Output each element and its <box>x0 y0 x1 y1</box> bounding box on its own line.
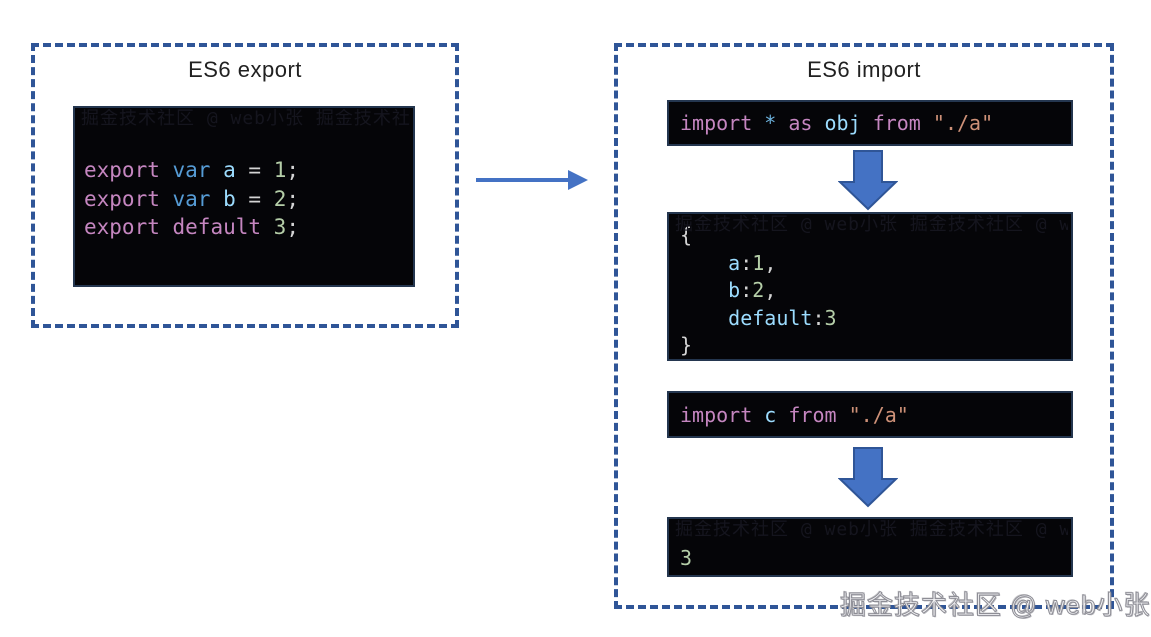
import-namespace-code-block: import * as obj from "./a" <box>667 100 1073 146</box>
keyword-token: var <box>172 158 224 182</box>
code-line: import * as obj from "./a" <box>680 111 993 135</box>
identifier-token: b <box>680 278 741 302</box>
code-line: export var a = 1; <box>84 156 413 185</box>
identifier-token: obj <box>824 111 873 135</box>
code-line: { <box>680 222 1071 250</box>
comma-token: , <box>764 278 777 302</box>
keyword-token: export <box>84 158 173 182</box>
number-token: 3 <box>273 215 287 239</box>
keyword-token: import <box>680 402 765 427</box>
brace-token: } <box>680 333 693 357</box>
keyword-token: export <box>84 186 173 211</box>
namespace-object-code-block: 掘金技术社区 @ web小张 掘金技术社区 @ web小张 掘金技术社区 @ w… <box>667 212 1073 361</box>
code-line: } <box>680 332 1071 360</box>
down-arrow-2 <box>838 447 898 508</box>
number-token: 2 <box>273 186 287 211</box>
code-line: b:2, <box>680 277 1071 305</box>
import-panel-title: ES6 import <box>807 57 921 82</box>
keyword-token: default <box>172 215 274 239</box>
identifier-token: c <box>764 402 789 427</box>
operator-token: = <box>248 186 274 211</box>
keyword-token: from <box>788 402 849 427</box>
colon-token: : <box>740 278 753 302</box>
keyword-token: var <box>172 186 224 211</box>
export-code-block: 掘金技术社区 @ web小张 掘金技术社区 @ web小张 掘金技术社区 @ w… <box>73 106 415 287</box>
colon-token: : <box>740 250 753 275</box>
keyword-token: export <box>84 215 173 239</box>
number-token: 1 <box>273 158 287 182</box>
comma-token: , <box>764 250 777 275</box>
code-line: a:1, <box>680 250 1071 278</box>
import-dashed-box <box>614 43 1114 609</box>
embedded-watermark: 掘金技术社区 @ web小张 掘金技术社区 @ web小张 掘金技术社区 @ w… <box>675 520 1068 540</box>
punctuation-token: ; <box>286 186 299 211</box>
colon-token: : <box>812 305 825 330</box>
code-line: import c from "./a" <box>680 403 909 427</box>
code-line: 3 <box>680 547 1071 569</box>
keyword-token: import <box>680 111 765 135</box>
brace-token: { <box>680 223 693 247</box>
code-line: export var b = 2; <box>84 185 413 214</box>
identifier-token: a <box>223 158 249 182</box>
import-default-code-block: import c from "./a" <box>667 391 1073 438</box>
down-arrow-1 <box>838 150 898 211</box>
string-token: "./a" <box>848 402 909 427</box>
string-token: "./a" <box>932 111 994 135</box>
keyword-token: as <box>788 111 825 135</box>
embedded-watermark: 掘金技术社区 @ web小张 掘金技术社区 @ web小张 掘金技术社区 @ w… <box>81 109 410 129</box>
export-panel-title: ES6 export <box>188 57 302 82</box>
default-value-code-block: 掘金技术社区 @ web小张 掘金技术社区 @ web小张 掘金技术社区 @ w… <box>667 517 1073 577</box>
export-dashed-box <box>31 43 459 328</box>
identifier-token: default <box>680 305 813 330</box>
identifier-token: a <box>680 250 741 275</box>
punctuation-token: ; <box>286 215 299 239</box>
keyword-token: from <box>872 111 933 135</box>
operator-token: = <box>248 158 274 182</box>
code-line: default:3 <box>680 305 1071 333</box>
number-token: 2 <box>752 278 765 302</box>
export-to-import-arrow <box>476 170 588 190</box>
star-token: * <box>764 111 789 135</box>
code-line: export default 3; <box>84 213 413 242</box>
watermark: 掘金技术社区 @ web小张 <box>840 590 1151 621</box>
number-token: 1 <box>752 250 765 275</box>
number-token: 3 <box>824 305 837 330</box>
punctuation-token: ; <box>286 158 299 182</box>
identifier-token: b <box>223 186 249 211</box>
number-token: 3 <box>680 546 693 570</box>
